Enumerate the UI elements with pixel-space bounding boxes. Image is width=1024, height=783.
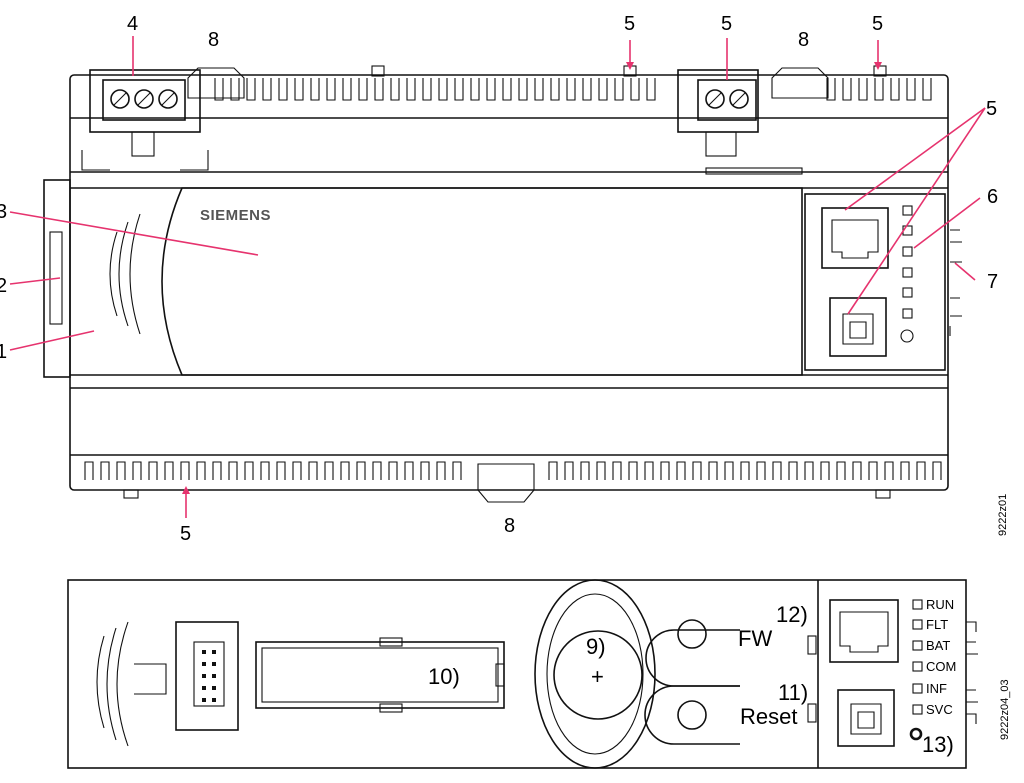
led-label-run: RUN <box>926 597 954 612</box>
terminal-block-3-pole <box>81 69 209 171</box>
bottom-cooling-fins <box>84 461 942 480</box>
led-label-com: COM <box>926 659 956 674</box>
bottom-swoosh <box>96 621 167 747</box>
callout-8-bottom: 8 <box>504 515 515 537</box>
terminal-block-2-pole <box>677 69 759 157</box>
callout-5-top-c: 5 <box>872 13 883 35</box>
top-cooling-fins <box>214 78 932 101</box>
led-label-svc: SVC <box>926 702 953 717</box>
din-clip-top-right <box>771 67 829 99</box>
battery-plus: + <box>591 664 604 689</box>
front-cover <box>161 187 803 376</box>
ethernet-port-bottom <box>829 599 899 663</box>
callout-5-ports: 5 <box>986 98 997 120</box>
callout-5-top-a: 5 <box>624 13 635 35</box>
callout-2: 2 <box>0 275 7 297</box>
led-column-bottom <box>912 599 923 715</box>
usb-port-bottom <box>837 689 895 747</box>
fw-button <box>645 619 740 687</box>
service-button <box>909 727 923 741</box>
callout-1: 1 <box>0 341 7 363</box>
led-label-bat: BAT <box>926 638 950 653</box>
service-callout: 13) <box>922 732 954 757</box>
din-clip-top-left <box>187 67 245 99</box>
fw-label: FW <box>738 626 772 651</box>
figure-code-top: 9222z01 <box>997 494 1009 536</box>
reset-label: Reset <box>740 704 797 729</box>
top-view-leader-lines <box>9 36 986 518</box>
dip-switches-top <box>949 229 962 336</box>
expansion-slot <box>255 637 505 713</box>
callout-7: 7 <box>987 271 998 293</box>
figure-code-bottom: 9222z04_03 <box>999 679 1011 740</box>
dip-switches-bottom <box>966 621 978 724</box>
bus-connector <box>175 621 239 731</box>
slot-callout: 10) <box>428 664 460 689</box>
top-view-controller: SIEMENS <box>43 65 962 503</box>
callout-6: 6 <box>987 186 998 208</box>
fw-callout: 12) <box>776 602 808 627</box>
callout-8-top-left: 8 <box>208 29 219 51</box>
led-label-inf: INF <box>926 681 947 696</box>
battery-holder <box>534 579 656 769</box>
callout-3: 3 <box>0 201 7 223</box>
port-panel <box>804 193 946 371</box>
callout-8-top-right: 8 <box>798 29 809 51</box>
reset-callout: 11) <box>778 680 808 705</box>
ethernet-port-top <box>821 207 889 269</box>
side-connector <box>43 179 71 378</box>
cover-swoosh <box>109 213 141 335</box>
led-column-top <box>900 205 914 343</box>
callout-4: 4 <box>127 13 138 35</box>
callout-5-top-b: 5 <box>721 13 732 35</box>
callout-5-bottom: 5 <box>180 523 191 545</box>
led-label-flt: FLT <box>926 617 948 632</box>
bottom-view-controller <box>67 579 978 769</box>
usb-port-top <box>829 297 887 357</box>
brand-logo: SIEMENS <box>200 207 271 224</box>
din-clip-bottom <box>477 463 535 503</box>
reset-button <box>644 685 740 745</box>
battery-callout: 9) <box>586 634 606 659</box>
